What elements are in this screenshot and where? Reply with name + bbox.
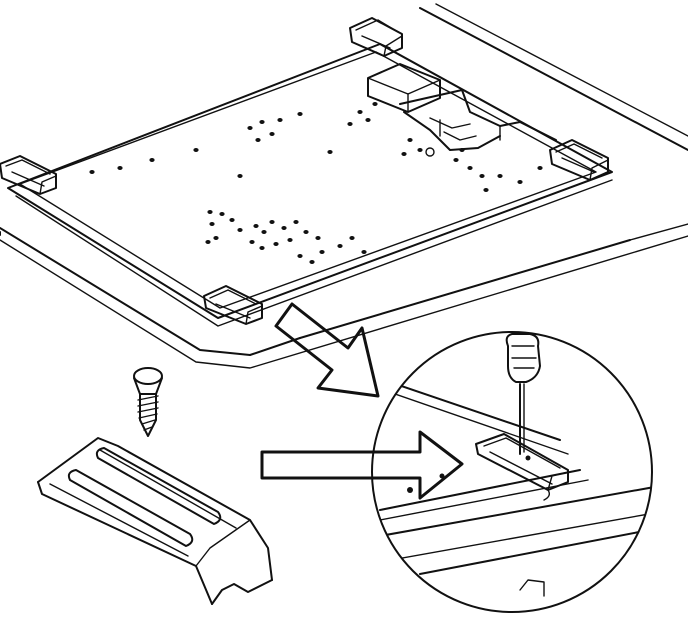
table-underside	[0, 3, 688, 369]
mounting-hole	[517, 180, 523, 184]
mounting-hole	[497, 174, 503, 178]
mounting-hole	[269, 132, 275, 136]
mounting-hole	[269, 220, 275, 224]
corner-bracket-left	[0, 155, 57, 195]
mounting-hole	[453, 158, 459, 162]
wood-screw	[133, 367, 163, 437]
mounting-hole	[207, 210, 213, 214]
mounting-hole	[247, 126, 253, 130]
mounting-hole	[117, 166, 123, 170]
mounting-hole	[237, 228, 243, 232]
screwdriver	[505, 333, 541, 455]
corner-bracket-bottom	[203, 285, 263, 325]
mounting-hole	[259, 120, 265, 124]
mounting-hole	[372, 102, 378, 106]
mounting-hole	[483, 188, 489, 192]
mounting-hole	[365, 118, 371, 122]
mounting-hole	[209, 222, 215, 226]
mounting-hole	[253, 224, 259, 228]
corner-bracket-loose	[37, 437, 273, 605]
detail-circle	[371, 331, 653, 613]
mounting-hole	[417, 148, 423, 152]
mounting-hole	[319, 250, 325, 254]
mounting-hole	[347, 122, 353, 126]
mounting-hole	[281, 226, 287, 230]
mounting-hole	[259, 246, 265, 250]
mounting-hole	[193, 148, 199, 152]
mounting-hole	[327, 150, 333, 154]
mounting-hole	[337, 244, 343, 248]
corner-bracket-right	[549, 139, 609, 181]
mounting-hole	[309, 260, 315, 264]
mounting-hole	[293, 220, 299, 224]
mounting-hole	[213, 236, 219, 240]
mounting-hole	[303, 230, 309, 234]
bracket-detail	[371, 331, 653, 613]
mounting-hole	[349, 236, 355, 240]
mounting-hole	[249, 240, 255, 244]
mounting-hole	[237, 174, 243, 178]
mounting-hole	[401, 152, 407, 156]
callout-arrow-diagonal	[274, 302, 380, 398]
mounting-hole	[297, 112, 303, 116]
mounting-hole	[479, 174, 485, 178]
mounting-hole	[297, 254, 303, 258]
mounting-hole	[357, 110, 363, 114]
mounting-hole	[277, 118, 283, 122]
mounting-hole	[459, 148, 465, 152]
mounting-hole	[219, 212, 225, 216]
mounting-hole	[467, 166, 473, 170]
mounting-hole	[287, 238, 293, 242]
mounting-hole	[89, 170, 95, 174]
mounting-hole	[205, 240, 211, 244]
mounting-hole	[537, 166, 543, 170]
mounting-holes	[89, 102, 543, 264]
callout-arrow-horizontal	[260, 430, 464, 500]
mounting-plate	[7, 43, 613, 327]
mounting-hole	[407, 138, 413, 142]
mounting-hole	[261, 230, 267, 234]
mounting-hole	[315, 236, 321, 240]
motor-housing	[367, 63, 557, 157]
mounting-hole	[229, 218, 235, 222]
mounting-hole	[273, 242, 279, 246]
corner-bracket-top	[349, 17, 403, 57]
mounting-hole	[149, 158, 155, 162]
mounting-hole	[361, 250, 367, 254]
mounting-hole	[255, 138, 261, 142]
